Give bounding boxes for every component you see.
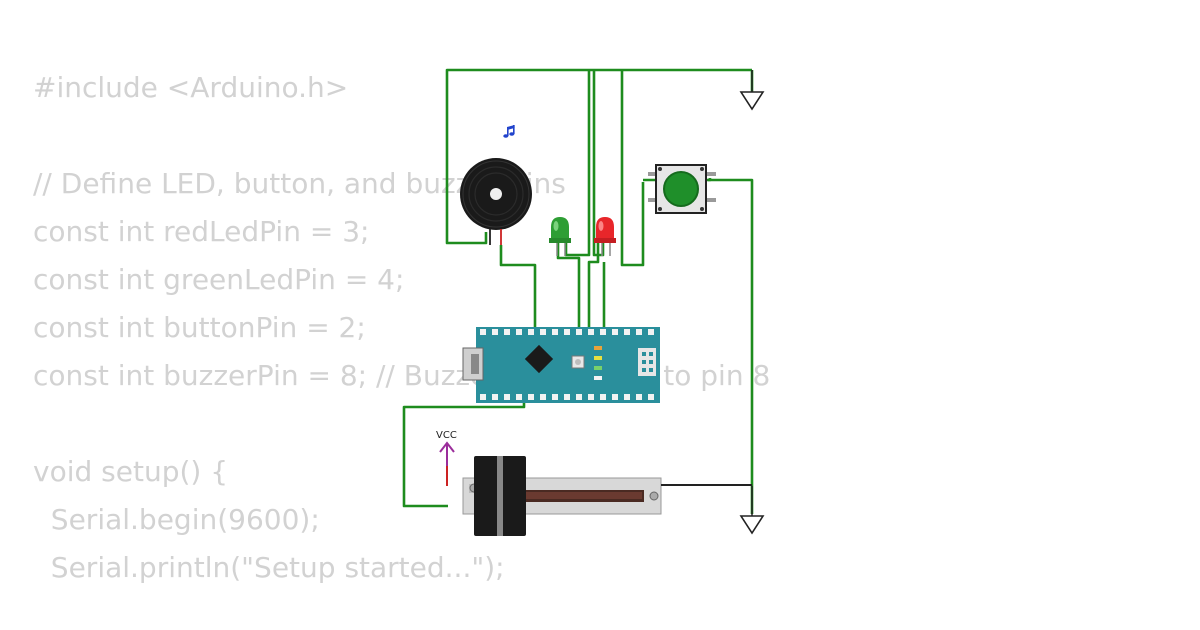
board-pin [492, 394, 498, 400]
wire-green-led-anode [556, 242, 581, 328]
board-header-top [480, 329, 654, 335]
icsp-pin [649, 360, 653, 364]
board-pin [564, 329, 570, 335]
board-pin [552, 329, 558, 335]
slide-potentiometer[interactable] [462, 456, 752, 536]
code-line-4: const int redLedPin = 3; [33, 215, 370, 248]
push-button[interactable] [648, 164, 716, 214]
vcc-label: VCC [436, 430, 457, 441]
board-pin [600, 329, 606, 335]
icsp-pin [642, 368, 646, 372]
board-pin [516, 329, 522, 335]
board-pin [636, 329, 642, 335]
board-pin [612, 329, 618, 335]
board-pin [636, 394, 642, 400]
wire-buzzer-signal [499, 245, 537, 328]
board-pin [516, 394, 522, 400]
wire-slider-signal [402, 400, 526, 508]
board-pin [564, 394, 570, 400]
board-pin [504, 394, 510, 400]
icsp-pin [649, 368, 653, 372]
board-pin [552, 394, 558, 400]
board-pin [504, 329, 510, 335]
wire-red-led-anode [587, 242, 600, 328]
code-line-1: #include <Arduino.h> [33, 71, 349, 104]
board-pin [480, 394, 486, 400]
board-pin [624, 394, 630, 400]
board-pin [588, 329, 594, 335]
board-pin [648, 394, 654, 400]
board-icsp-header [642, 352, 653, 372]
board-pin [528, 394, 534, 400]
icsp-pin [642, 352, 646, 356]
green-led[interactable] [549, 217, 571, 256]
ground-symbol-bottom [739, 486, 765, 535]
wire-green-led-cathode [564, 70, 591, 257]
board-pin [600, 394, 606, 400]
board-pin [480, 329, 486, 335]
code-line-5: const int greenLedPin = 4; [33, 263, 405, 296]
board-header-bottom [480, 394, 654, 400]
board-pin [612, 394, 618, 400]
board-pin [648, 329, 654, 335]
arduino-nano-board[interactable] [462, 327, 660, 403]
board-pin [540, 394, 546, 400]
ground-symbol-top [739, 70, 765, 111]
code-line-9: void setup() { [33, 455, 229, 488]
code-line-10: Serial.begin(9600); [33, 503, 320, 536]
wire-ground-to-button-pin [620, 70, 645, 267]
board-pin [528, 329, 534, 335]
vcc-supply: VCC [436, 430, 457, 486]
music-note-icon [503, 125, 515, 138]
board-pin [492, 329, 498, 335]
red-led[interactable] [594, 217, 616, 256]
board-pin [576, 329, 582, 335]
board-pin [624, 329, 630, 335]
board-pin [540, 329, 546, 335]
code-line-11: Serial.println("Setup started..."); [33, 551, 505, 584]
icsp-pin [642, 360, 646, 364]
wire-buzzer-to-ground [445, 68, 752, 245]
board-pin [588, 394, 594, 400]
buzzer[interactable] [460, 125, 532, 245]
slider-handle[interactable] [474, 456, 526, 536]
wire-button-to-slider-ground [708, 178, 754, 514]
icsp-pin [649, 352, 653, 356]
board-pin [576, 394, 582, 400]
code-line-6: const int buttonPin = 2; [33, 311, 366, 344]
wires [402, 68, 754, 514]
